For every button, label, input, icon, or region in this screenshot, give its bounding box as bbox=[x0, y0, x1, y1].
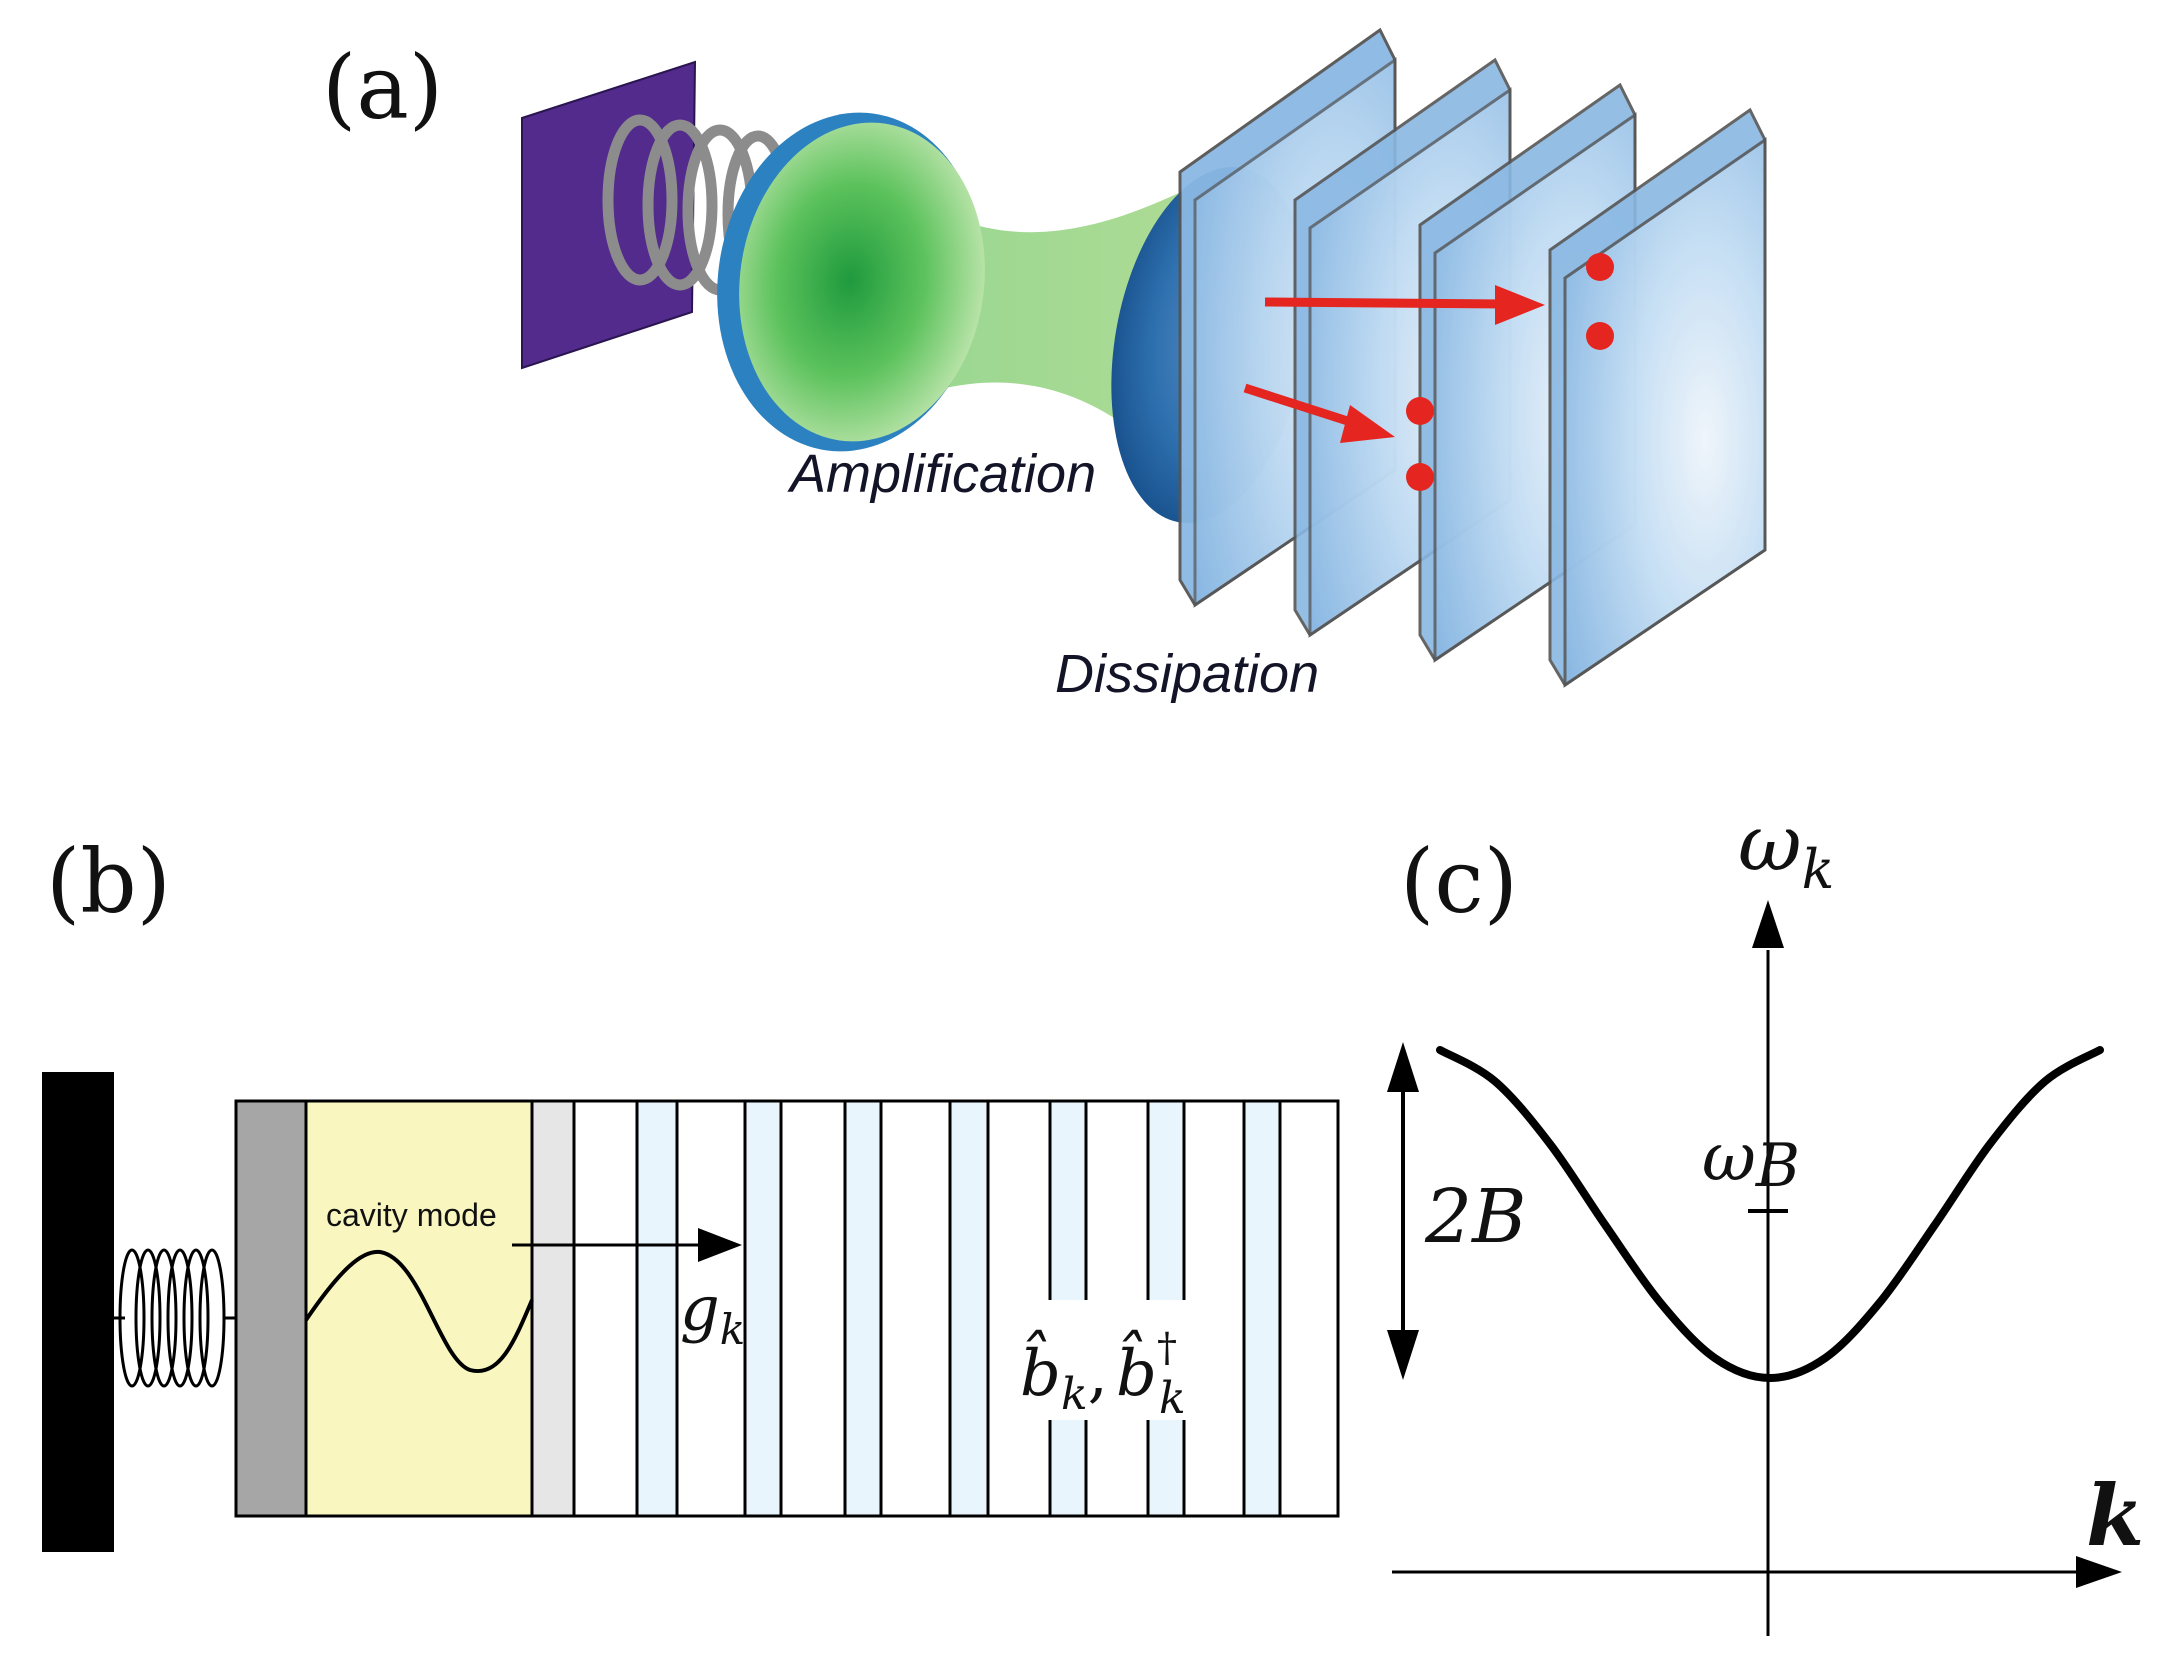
bath-mode-slab bbox=[743, 1099, 783, 1518]
bandwidth-arrowhead-bottom bbox=[1387, 1330, 1419, 1380]
fixed-mirror bbox=[530, 1099, 576, 1518]
svg-text:b̂k,b̂†k: b̂k,b̂†k bbox=[1020, 1325, 1186, 1424]
x-axis-label: k bbox=[2086, 1466, 2144, 1565]
bath-mode-slab bbox=[635, 1099, 679, 1518]
excitation-dot bbox=[1406, 463, 1434, 491]
coupling-label: gk bbox=[680, 1272, 745, 1354]
panel-c-label: (c) bbox=[1400, 830, 1518, 933]
y-axis-label: ωk bbox=[1738, 799, 1834, 901]
panel-a: (a) bbox=[322, 27, 1767, 704]
panel-c: (c) ωk k 2B ωB bbox=[1387, 799, 2144, 1636]
bath-mode-slab bbox=[843, 1099, 883, 1518]
dispersion-curve bbox=[1436, 1046, 2104, 1383]
bath-mode-slab bbox=[948, 1099, 990, 1518]
y-axis-arrowhead bbox=[1752, 900, 1784, 948]
bath-mode-slab bbox=[1242, 1099, 1282, 1518]
panel-a-label: (a) bbox=[322, 36, 443, 139]
coupling-arrowhead bbox=[698, 1228, 742, 1262]
movable-mirror bbox=[234, 1099, 308, 1518]
bandwidth-label: 2B bbox=[1424, 1174, 1526, 1260]
excitation-dot bbox=[1406, 397, 1434, 425]
excitation-dot bbox=[1586, 322, 1614, 350]
spring-coil bbox=[114, 1248, 236, 1388]
cavity-mode-wave bbox=[304, 1249, 534, 1374]
x-axis-arrowhead bbox=[2076, 1556, 2122, 1588]
amplification-mirror bbox=[717, 112, 985, 452]
panel-b: (b) bbox=[42, 830, 1340, 1552]
cavity-region bbox=[304, 1099, 534, 1518]
bath-operator-label: b̂k,b̂†k bbox=[1014, 1300, 1222, 1424]
fixed-wall bbox=[42, 1072, 114, 1552]
dissipation-arrow bbox=[1243, 383, 1395, 443]
bandwidth-arrowhead-top bbox=[1387, 1042, 1419, 1092]
center-frequency-label: ωB bbox=[1702, 1119, 1800, 1201]
amplification-label: Amplification bbox=[787, 444, 1096, 504]
panel-b-label: (b) bbox=[46, 830, 171, 933]
cavity-mode-label: cavity mode bbox=[326, 1197, 497, 1233]
excitation-dot bbox=[1586, 253, 1614, 281]
dissipation-arrow bbox=[1264, 285, 1545, 325]
dissipation-label: Dissipation bbox=[1055, 644, 1319, 704]
